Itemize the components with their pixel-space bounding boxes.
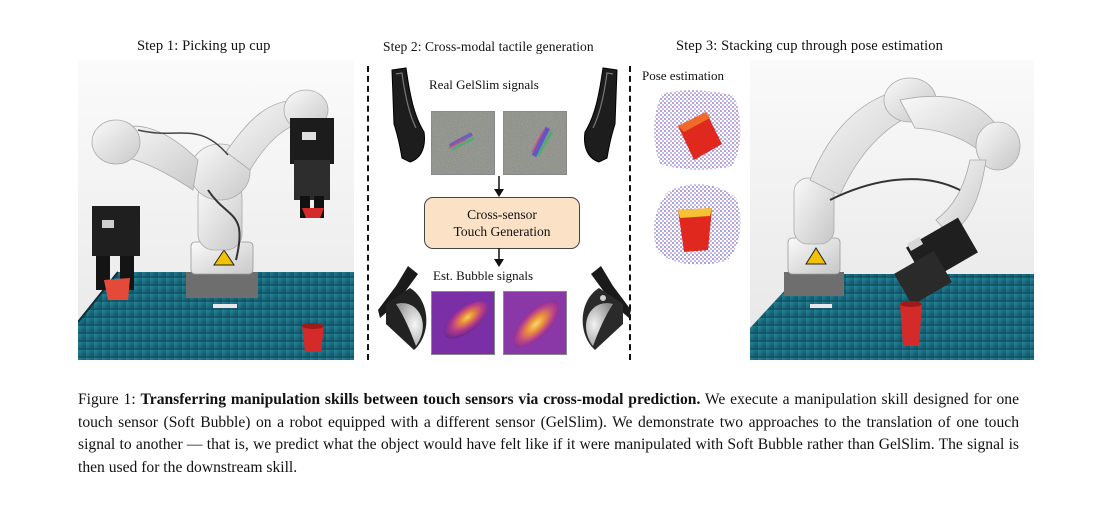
figure-caption: Figure 1: Transferring manipulation skil… bbox=[78, 389, 1019, 479]
touch-generation-box: Cross-sensor Touch Generation bbox=[424, 197, 580, 249]
gen-box-line1: Cross-sensor bbox=[467, 207, 537, 222]
pose-estimation-label: Pose estimation bbox=[642, 68, 724, 83]
step3-photo bbox=[750, 60, 1034, 360]
robot-pick-illustration bbox=[78, 60, 354, 360]
caption-prefix: Figure 1: bbox=[78, 391, 141, 408]
step1-title: Step 1: Picking up cup bbox=[137, 38, 271, 54]
right-divider bbox=[629, 66, 631, 360]
soft-bubble-sensor-left bbox=[378, 266, 427, 350]
figure: Step 1: Picking up cup Step 2: Cross-mod… bbox=[78, 38, 1034, 360]
step1-photo bbox=[78, 60, 354, 360]
gelslim-image-1 bbox=[431, 111, 495, 175]
gen-box-line2: Touch Generation bbox=[453, 224, 551, 239]
arrow-down-icon bbox=[494, 248, 504, 267]
caption-title: Transferring manipulation skills between… bbox=[140, 391, 701, 408]
step3-title: Step 3: Stacking cup through pose estima… bbox=[676, 38, 943, 54]
step2-title: Step 2: Cross-modal tactile generation bbox=[383, 39, 594, 54]
bubble-image-1 bbox=[431, 291, 495, 355]
left-divider bbox=[367, 66, 369, 360]
gelslim-sensor-right bbox=[584, 67, 618, 163]
est-bubble-label: Est. Bubble signals bbox=[433, 268, 534, 283]
bubble-image-2 bbox=[503, 291, 567, 355]
soft-bubble-sensor-right bbox=[582, 266, 631, 350]
arrow-down-icon bbox=[494, 176, 504, 197]
pose-pointcloud-1 bbox=[654, 90, 741, 170]
robot-stack-illustration bbox=[750, 60, 1034, 360]
pose-pointcloud-2 bbox=[653, 184, 741, 265]
caption-body: We execute a manipulation skill designed… bbox=[78, 391, 1020, 476]
real-gelslim-label: Real GelSlim signals bbox=[429, 77, 539, 92]
gelslim-image-2 bbox=[503, 111, 567, 175]
gelslim-sensor-left bbox=[391, 67, 425, 163]
